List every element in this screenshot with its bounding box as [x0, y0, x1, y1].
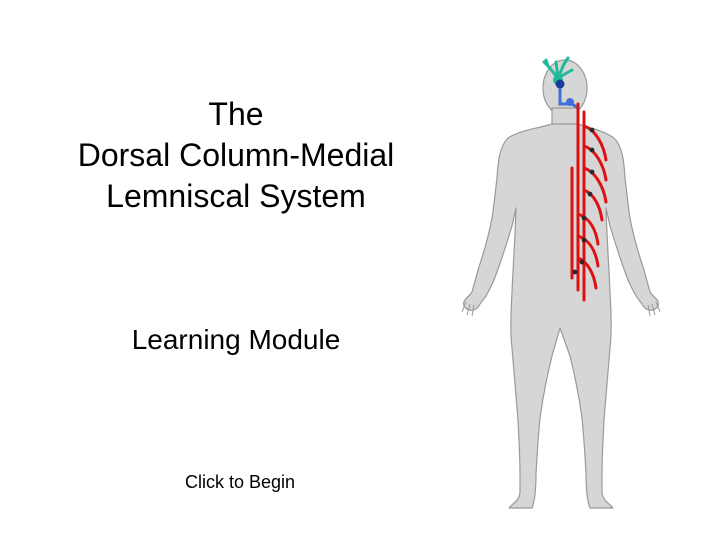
slide-subtitle: Learning Module	[131, 324, 341, 355]
ganglion-dots	[572, 127, 595, 275]
click-to-begin-button[interactable]: Click to Begin	[184, 472, 296, 492]
body-silhouette	[461, 59, 661, 509]
title-line-2: Dorsal Column-Medial	[77, 137, 395, 173]
human-body-illustration	[450, 48, 680, 540]
slide-title: The Dorsal Column-Medial Lemniscal Syste…	[36, 94, 436, 217]
medulla-node	[566, 98, 574, 106]
title-line-1: The	[208, 96, 264, 132]
dorsal-column-pathway	[570, 102, 608, 302]
thalamus-node	[555, 79, 565, 89]
title-line-3: Lemniscal System	[106, 178, 366, 214]
